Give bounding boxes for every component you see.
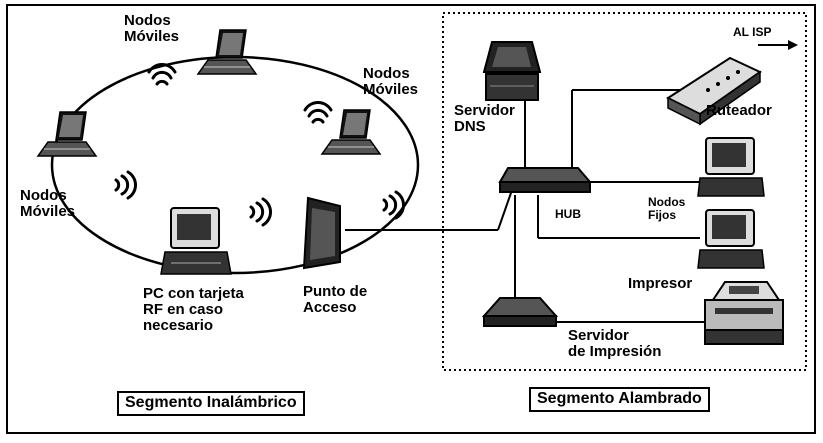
wireless-waves-icon <box>114 170 138 200</box>
wireless-waves-icon <box>303 100 333 124</box>
laptop-icon-left <box>36 111 98 157</box>
isp-arrow-icon <box>758 40 798 50</box>
label-dns-server: Servidor DNS <box>454 102 515 136</box>
label-mobile-nodes-right: Nodos Móviles <box>363 65 419 99</box>
router-icon <box>665 56 762 126</box>
laptop-icon-right <box>320 109 382 155</box>
wired-links <box>345 89 710 323</box>
wireless-waves-icon <box>249 197 273 227</box>
label-printer: Impresor <box>628 275 693 292</box>
printer-icon <box>704 281 784 345</box>
wireless-segment-label: Segmento Inalámbrico <box>117 391 305 416</box>
wireless-waves-icon <box>147 62 177 86</box>
pc-icon <box>160 207 232 275</box>
fixed-node-pc-icon <box>697 137 765 197</box>
label-isp: AL ISP <box>733 25 772 39</box>
wired-segment-label: Segmento Alambrado <box>529 387 710 412</box>
label-router: Ruteador <box>706 102 772 119</box>
print-server-icon <box>481 297 559 327</box>
wireless-waves-icon <box>382 190 406 220</box>
wired-segment-border <box>442 12 807 371</box>
label-hub: HUB <box>555 207 581 221</box>
laptop-icon-top <box>196 29 258 75</box>
hub-icon <box>498 167 593 193</box>
label-access-point: Punto de Acceso <box>303 283 368 317</box>
access-point-icon <box>302 196 341 270</box>
fixed-node-pc-icon <box>697 209 765 269</box>
label-mobile-nodes-left: Nodos Móviles <box>20 187 76 221</box>
label-mobile-nodes-top: Nodos Móviles <box>124 12 180 46</box>
label-fixed-nodes: Nodos Fijos <box>648 195 686 222</box>
label-pc-rf-card: PC con tarjeta RF en caso necesario <box>143 285 244 335</box>
label-print-server: Servidor de Impresión <box>568 327 662 361</box>
dns-server-icon <box>482 41 542 101</box>
outer-frame <box>6 4 816 434</box>
